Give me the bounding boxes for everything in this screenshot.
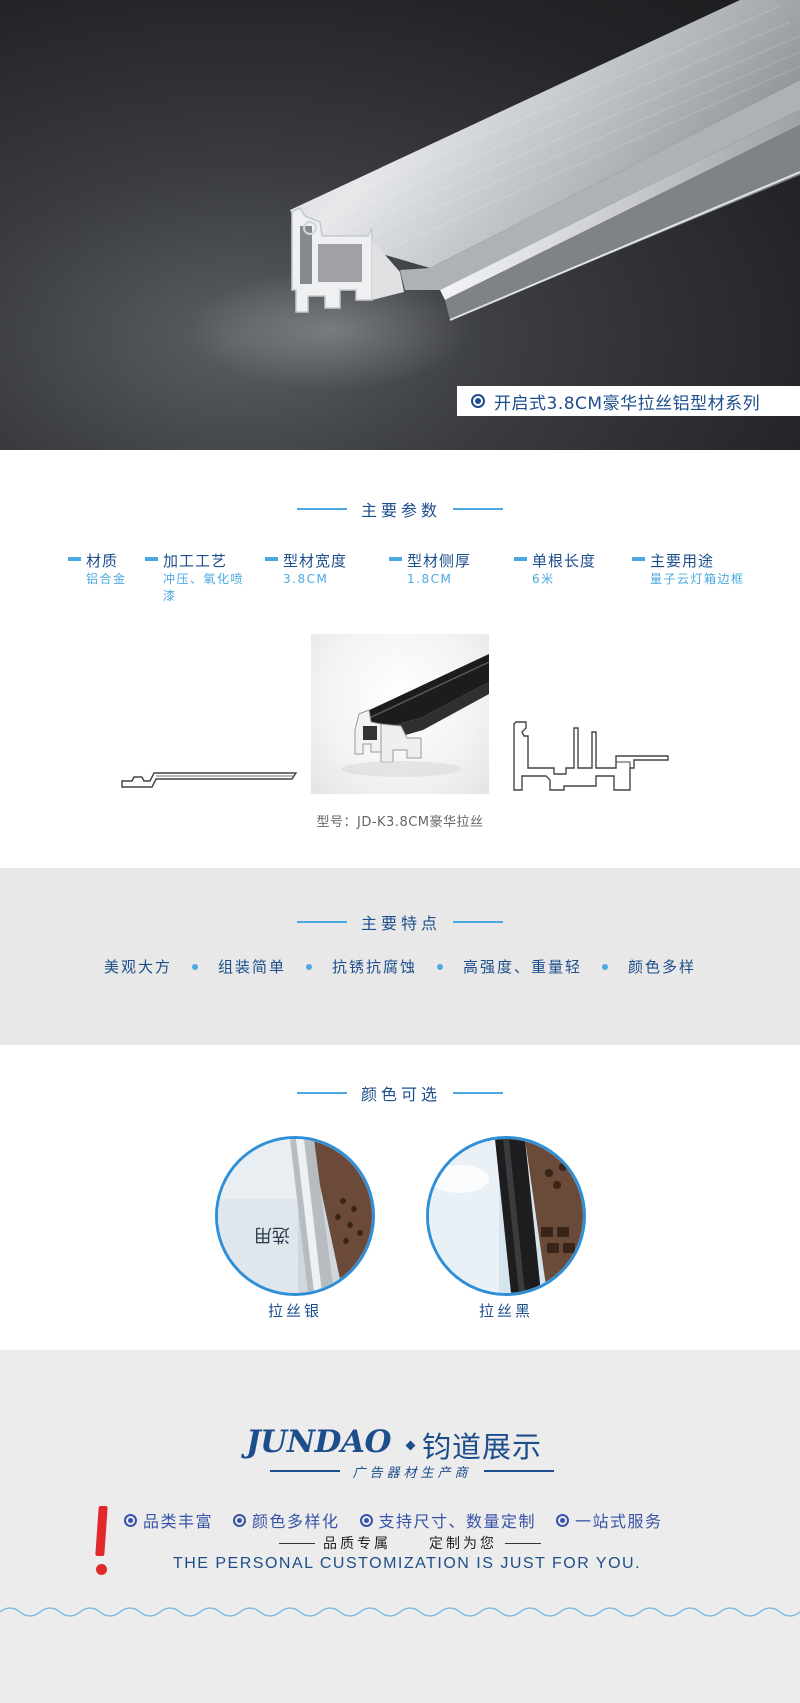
radio-bullet-icon [359,1513,373,1527]
feature-item: 颜色多样 [628,958,697,976]
aluminum-profile-photo [190,0,800,390]
slogan-line-left [279,1542,315,1544]
radio-bullet-icon [471,394,485,408]
wave-divider [0,1607,800,1617]
bullet-dot-icon [191,963,198,970]
param-name: 材质 [86,552,119,570]
radio-bullet-icon [233,1513,247,1527]
black-profile-photo [311,634,489,794]
param-dash-icon [145,557,158,561]
param-dash-icon [265,557,278,561]
model-number: 型号：JD-K3.8CM豪华拉丝 [316,815,484,830]
features-list: 美观大方 组装简单 抗锈抗腐蚀 高强度、重量轻 颜色多样 [0,956,800,977]
logo-wordmark: JUNDAO [246,1424,391,1460]
bullet-dot-icon [305,963,312,970]
heading-line-right [453,1092,503,1094]
service-text: 一站式服务 [575,1512,663,1531]
service-item: 支持尺寸、数量定制 [359,1508,537,1532]
swatch-silver: 选用 [215,1136,375,1296]
colors-heading-label: 颜色可选 [360,1085,441,1104]
colors-heading: 颜色可选 [0,1081,800,1105]
heading-line-left [296,921,347,923]
swatch-black-label: 拉丝黑 [478,1302,533,1320]
service-item: 品类丰富 [124,1508,213,1532]
svg-text:选用: 选用 [254,1224,290,1245]
service-item: 一站式服务 [556,1508,663,1532]
param-value: 6米 [532,572,555,586]
logo-rule-right [484,1470,554,1472]
param-name: 单根长度 [532,552,597,570]
hero-caption: 开启式3.8CM豪华拉丝铝型材系列 [457,386,800,416]
radio-bullet-icon [556,1513,570,1527]
radio-bullet-icon [124,1513,137,1527]
param-value: 铝合金 [86,572,127,586]
service-text: 品类丰富 [143,1512,214,1531]
param-name: 加工工艺 [163,552,228,570]
params-list: 材质 铝合金 加工工艺 冲压、氧化喷漆 型材宽度 3.8CM 型材侧厚 1.8C… [0,550,800,610]
slogan-part-1: 品质专属 [323,1536,391,1552]
silver-sample-image: 选用 [218,1139,372,1293]
bullet-dot-icon [437,963,443,970]
heading-line-right [453,508,503,510]
param-value: 1.8CM [407,572,453,586]
param-value: 3.8CM [283,572,329,586]
param-dash-icon [514,557,527,561]
swatch-black [426,1136,586,1296]
slogan-english: THE PERSONAL CUSTOMIZATION IS JUST FOR Y… [172,1555,642,1572]
logo-subtitle: 广告器材生产商 [352,1466,472,1481]
profile-section-drawing [513,721,669,791]
slogan-line-right [505,1542,541,1544]
params-heading: 主要参数 [0,497,800,521]
features-heading: 主要特点 [0,910,800,934]
slogan-part-2: 定制为您 [429,1536,497,1552]
profile-side-drawing [121,772,298,788]
param-dash-icon [389,557,402,561]
swatch-silver-label: 拉丝银 [267,1302,322,1320]
param-name: 型材宽度 [283,552,348,570]
services-list: 品类丰富 颜色多样化 支持尺寸、数量定制 一站式服务 [124,1508,683,1532]
param-name: 型材侧厚 [407,552,472,570]
features-band [0,868,800,1045]
feature-item: 高强度、重量轻 [463,958,583,976]
param-dash-icon [632,557,645,561]
service-text: 颜色多样化 [252,1512,340,1531]
hero-caption-text: 开启式3.8CM豪华拉丝铝型材系列 [494,393,761,414]
slogan-chinese: 品质专属 定制为您 [0,1533,800,1553]
feature-item: 组装简单 [217,958,286,976]
param-value: 冲压、氧化喷漆 [163,572,245,603]
service-text: 支持尺寸、数量定制 [378,1512,537,1531]
features-heading-label: 主要特点 [360,914,441,933]
service-item: 颜色多样化 [233,1508,340,1532]
logo-rule-left [270,1470,340,1472]
hero-banner: 开启式3.8CM豪华拉丝铝型材系列 [0,0,800,450]
heading-line-left [296,1092,347,1094]
heading-line-left [296,508,347,510]
param-dash-icon [68,557,81,561]
black-sample-image [429,1139,583,1293]
param-value: 量子云灯箱边框 [650,572,745,586]
logo-chinese: 钧道展示 [422,1430,543,1464]
params-heading-label: 主要参数 [360,501,441,520]
feature-item: 抗锈抗腐蚀 [331,958,417,976]
feature-item: 美观大方 [103,958,172,976]
exclamation-dot-icon [96,1564,107,1575]
heading-line-right [453,921,503,923]
black-profile-icon [341,654,489,777]
footer-band [0,1350,800,1703]
param-name: 主要用途 [650,552,715,570]
bullet-dot-icon [602,963,609,970]
